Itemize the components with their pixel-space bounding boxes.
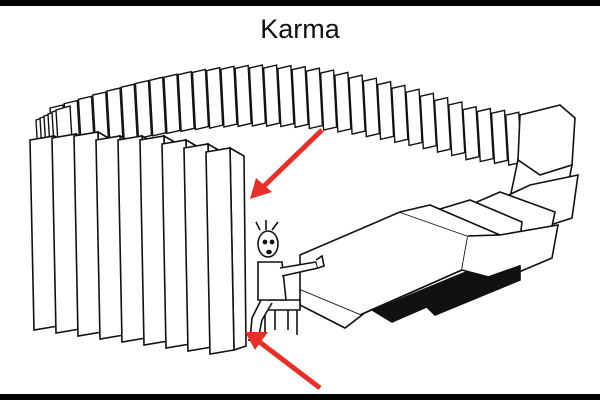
domino <box>220 65 238 128</box>
arrow-lower <box>245 332 322 390</box>
domino <box>163 73 181 135</box>
domino <box>405 88 423 147</box>
domino <box>391 84 409 144</box>
domino <box>262 64 281 127</box>
domino <box>277 64 295 128</box>
domino <box>177 70 195 133</box>
domino <box>448 101 466 157</box>
domino <box>205 66 224 129</box>
domino <box>248 64 267 127</box>
domino <box>348 74 366 135</box>
domino <box>334 71 352 133</box>
domino <box>462 105 480 161</box>
domino <box>120 83 138 143</box>
domino <box>490 109 509 165</box>
domino <box>433 96 452 153</box>
domino <box>305 67 324 130</box>
domino <box>205 146 247 355</box>
right-side-dominoes <box>299 104 579 329</box>
domino <box>319 69 338 131</box>
domino <box>476 107 495 163</box>
arrow-upper <box>250 128 324 199</box>
domino <box>234 64 252 128</box>
domino <box>376 80 395 141</box>
left-dominoes <box>29 130 247 355</box>
domino <box>362 77 381 138</box>
domino <box>291 65 309 129</box>
domino <box>148 76 167 137</box>
illustration-panel: Karma <box>0 6 600 394</box>
domino-illustration <box>29 64 579 390</box>
domino <box>191 68 210 131</box>
person-on-chair <box>247 220 325 343</box>
domino <box>134 79 153 140</box>
page-title: Karma <box>260 14 340 44</box>
domino <box>419 92 438 150</box>
